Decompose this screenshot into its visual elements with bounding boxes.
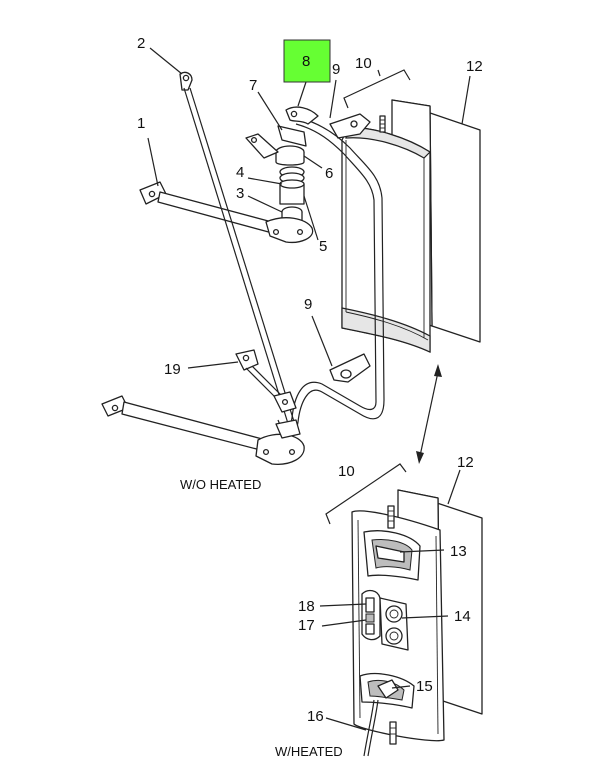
callout-18: 18 <box>298 598 315 615</box>
lower-arm-top <box>139 181 314 244</box>
view-connector-arrow <box>416 364 442 464</box>
callout-10-lower: 10 <box>338 463 355 480</box>
caption-with-heated: W/HEATED <box>275 744 343 759</box>
callout-2: 2 <box>137 35 145 52</box>
leader-lines <box>147 47 471 731</box>
callout-12-upper: 12 <box>466 58 483 75</box>
callout-9-upper: 9 <box>332 61 340 78</box>
callout-14: 14 <box>454 608 471 625</box>
lower-mirror-bracket <box>329 353 371 383</box>
lower-strut-bracket <box>235 349 297 413</box>
mirror-head-top <box>341 115 431 353</box>
callout-16: 16 <box>307 708 324 725</box>
callout-8[interactable]: 8 <box>302 53 310 70</box>
upper-arm-plate <box>285 106 319 125</box>
heater-clip-upper <box>363 530 421 581</box>
heater-harness-wire <box>363 699 375 757</box>
heater-clip-lower <box>359 672 415 709</box>
callout-17: 17 <box>298 617 315 634</box>
callout-12-lower: 12 <box>457 454 474 471</box>
callout-15: 15 <box>416 678 433 695</box>
callout-13: 13 <box>450 543 467 560</box>
callout-19: 19 <box>164 361 181 378</box>
callout-3: 3 <box>236 185 244 202</box>
callout-7: 7 <box>249 77 257 94</box>
highlight-box-callout-8[interactable] <box>283 39 331 83</box>
callout-4: 4 <box>236 164 244 181</box>
callout-5: 5 <box>319 238 327 255</box>
pivot-stack <box>275 125 307 226</box>
pivot-side-bracket <box>245 133 279 159</box>
callout-6: 6 <box>325 165 333 182</box>
callout-10-bracket-bottom <box>325 463 407 525</box>
callout-9-lower: 9 <box>304 296 312 313</box>
lower-long-arm <box>101 395 305 465</box>
heater-grommets <box>379 597 409 651</box>
long-diagonal-strut <box>179 71 297 431</box>
callout-1: 1 <box>137 115 145 132</box>
callout-10-upper: 10 <box>355 55 372 72</box>
caption-without-heated: W/O HEATED <box>180 477 261 492</box>
callout-10-bracket-top <box>343 69 411 109</box>
heater-wire-connector <box>361 589 381 641</box>
